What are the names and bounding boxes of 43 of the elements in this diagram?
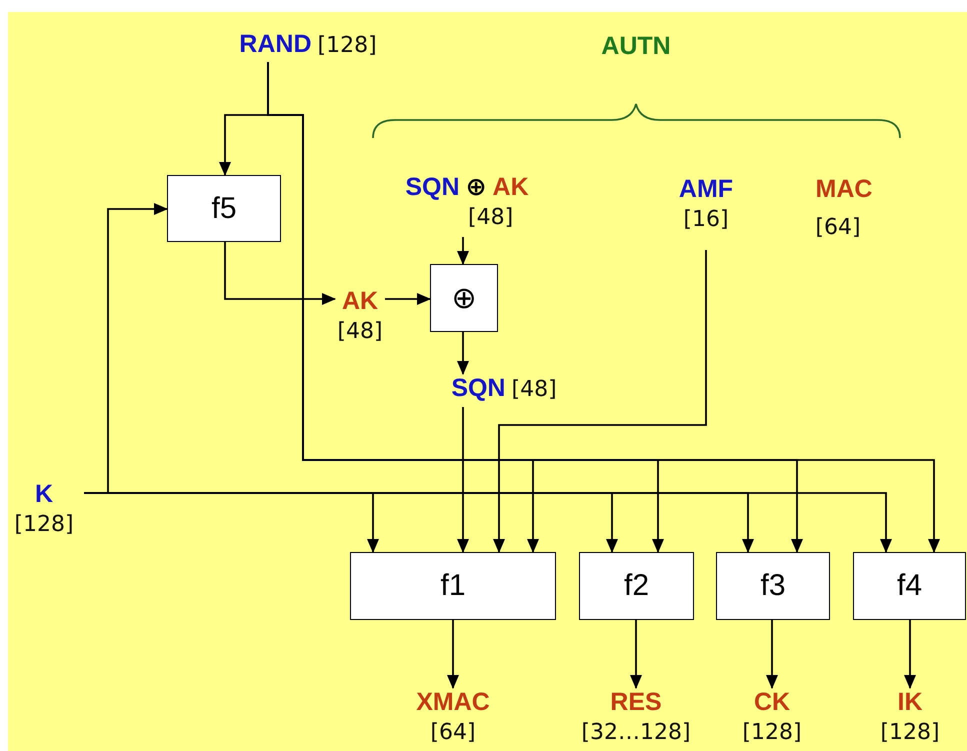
function-box: f4 xyxy=(853,552,966,620)
signal-name: CK xyxy=(754,688,790,716)
signal-name: AK xyxy=(342,287,378,315)
signal-name: XMAC xyxy=(416,688,490,716)
function-box: f1 xyxy=(350,552,556,620)
arrow xyxy=(493,250,707,553)
arrow xyxy=(766,620,778,689)
bit-length: [48] xyxy=(468,205,514,230)
function-box: f5 xyxy=(167,175,281,242)
arrow xyxy=(457,407,469,553)
bit-length: [32…128] xyxy=(581,720,691,745)
arrow xyxy=(904,620,916,689)
bit-length: [16] xyxy=(683,207,729,232)
group-label: AUTN xyxy=(601,32,671,61)
bit-length: [64] xyxy=(430,720,476,745)
arrow xyxy=(457,237,469,265)
xor-symbol: ⊕ xyxy=(466,172,487,201)
arrow xyxy=(224,242,336,305)
arrow xyxy=(447,620,459,689)
bit-length: [128] xyxy=(880,720,940,745)
arrow xyxy=(630,620,642,689)
function-box: f2 xyxy=(579,552,694,620)
signal-name: IK xyxy=(898,688,922,716)
signal-name: RES xyxy=(610,688,662,716)
signal-name: AK xyxy=(492,173,529,201)
arrow xyxy=(457,332,469,375)
bit-length: [48] xyxy=(512,377,557,402)
signal-name: SQN xyxy=(451,374,506,402)
bit-length: [128] xyxy=(742,720,802,745)
function-box: f3 xyxy=(716,552,830,620)
signal-name: AMF xyxy=(678,175,734,203)
bit-length: [128] xyxy=(318,33,377,58)
signal-name: SQN xyxy=(405,173,460,201)
xor-box: ⊕ xyxy=(430,264,498,332)
signal-name: MAC xyxy=(816,175,872,204)
signal-name: K xyxy=(34,480,54,508)
arrow xyxy=(385,293,431,305)
bit-length: [64] xyxy=(815,215,861,240)
signal-name: RAND xyxy=(239,30,312,58)
bit-length: [48] xyxy=(337,319,383,344)
arrow xyxy=(84,492,892,553)
bit-length: [128] xyxy=(14,512,74,537)
arrow xyxy=(267,62,940,553)
